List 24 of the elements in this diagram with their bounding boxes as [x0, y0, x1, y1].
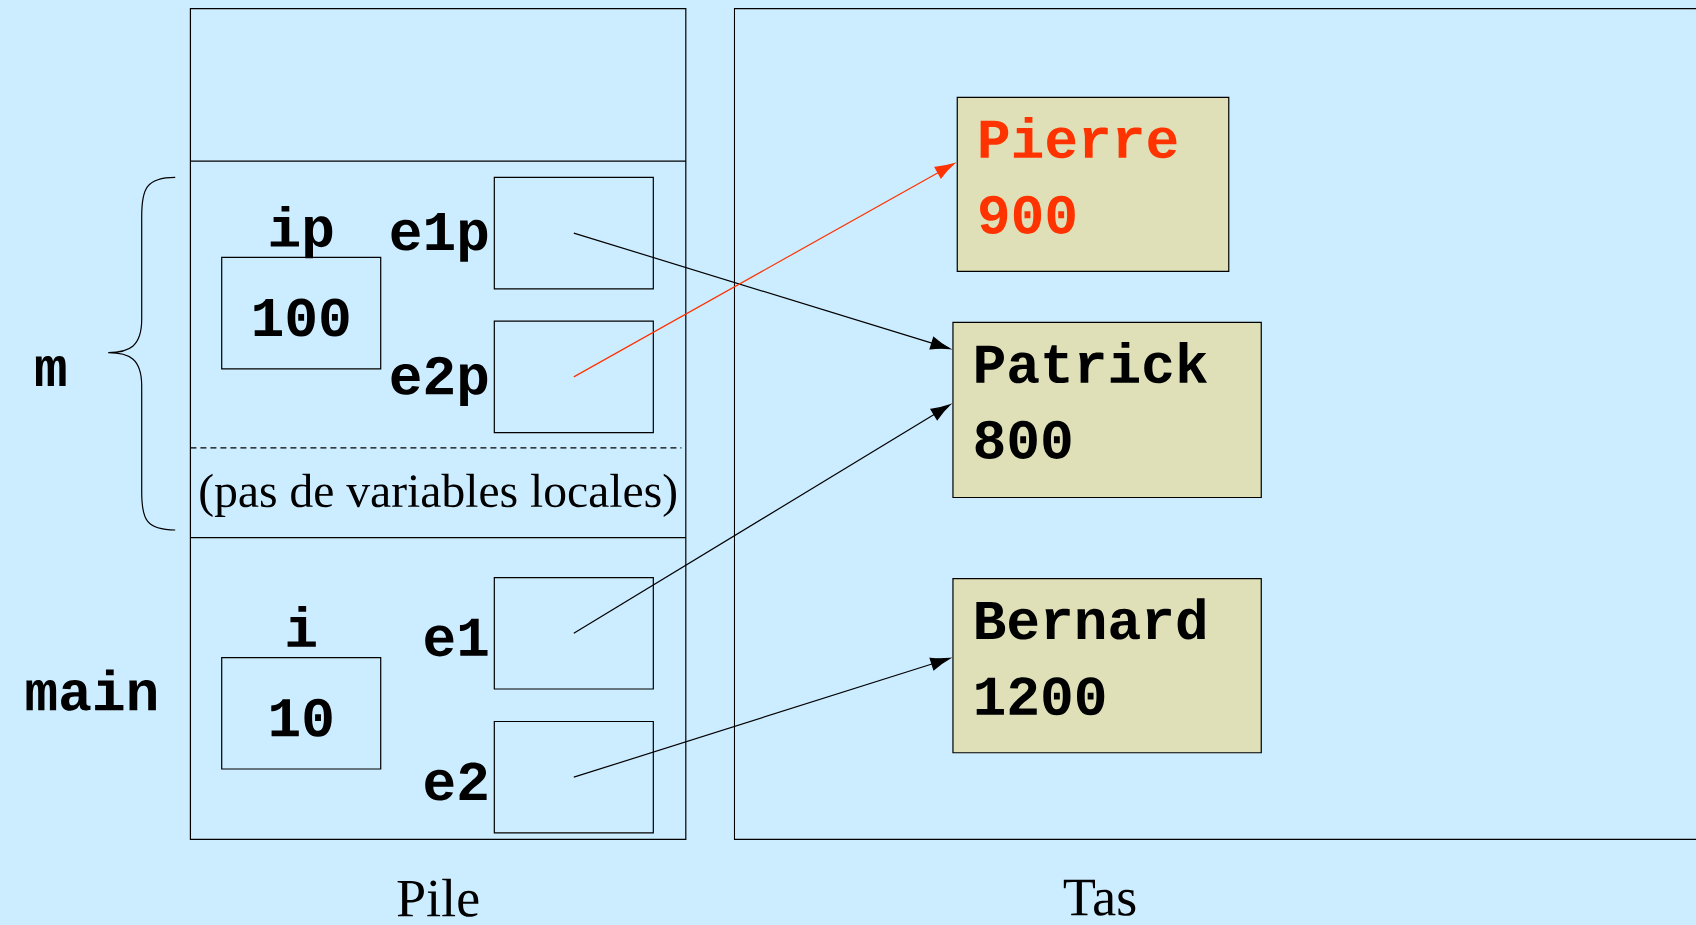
pointer-box: e1p: [391, 176, 654, 290]
stack-frame-label: main: [26, 669, 156, 711]
pointer-box: e2: [425, 720, 654, 834]
bracket-label: m: [35, 355, 66, 387]
node-label: e2: [425, 762, 487, 801]
node-label: e2p: [391, 356, 488, 406]
variable-box: ip 100: [221, 205, 382, 370]
note-text: (pas de variables locales): [200, 473, 676, 517]
node-label: Pile: [397, 878, 479, 917]
pointer-box: e2p: [391, 320, 654, 434]
object-box: Patrick 800: [952, 321, 1262, 499]
arrow: [573, 163, 955, 378]
node-label: e1: [425, 618, 488, 657]
node-label: ip: [270, 205, 333, 259]
arrow: [573, 232, 951, 350]
object-box: Pierre 900: [956, 96, 1230, 273]
variable-box: i 10: [221, 606, 382, 770]
object-box: Bernard 1200: [952, 578, 1262, 754]
arrow: [573, 657, 951, 778]
arrow: [573, 404, 951, 634]
node-label: e1p: [391, 213, 488, 262]
node-label: Tas: [1063, 879, 1136, 916]
pointer-box: e1: [425, 577, 654, 690]
node-label: i: [287, 606, 316, 647]
